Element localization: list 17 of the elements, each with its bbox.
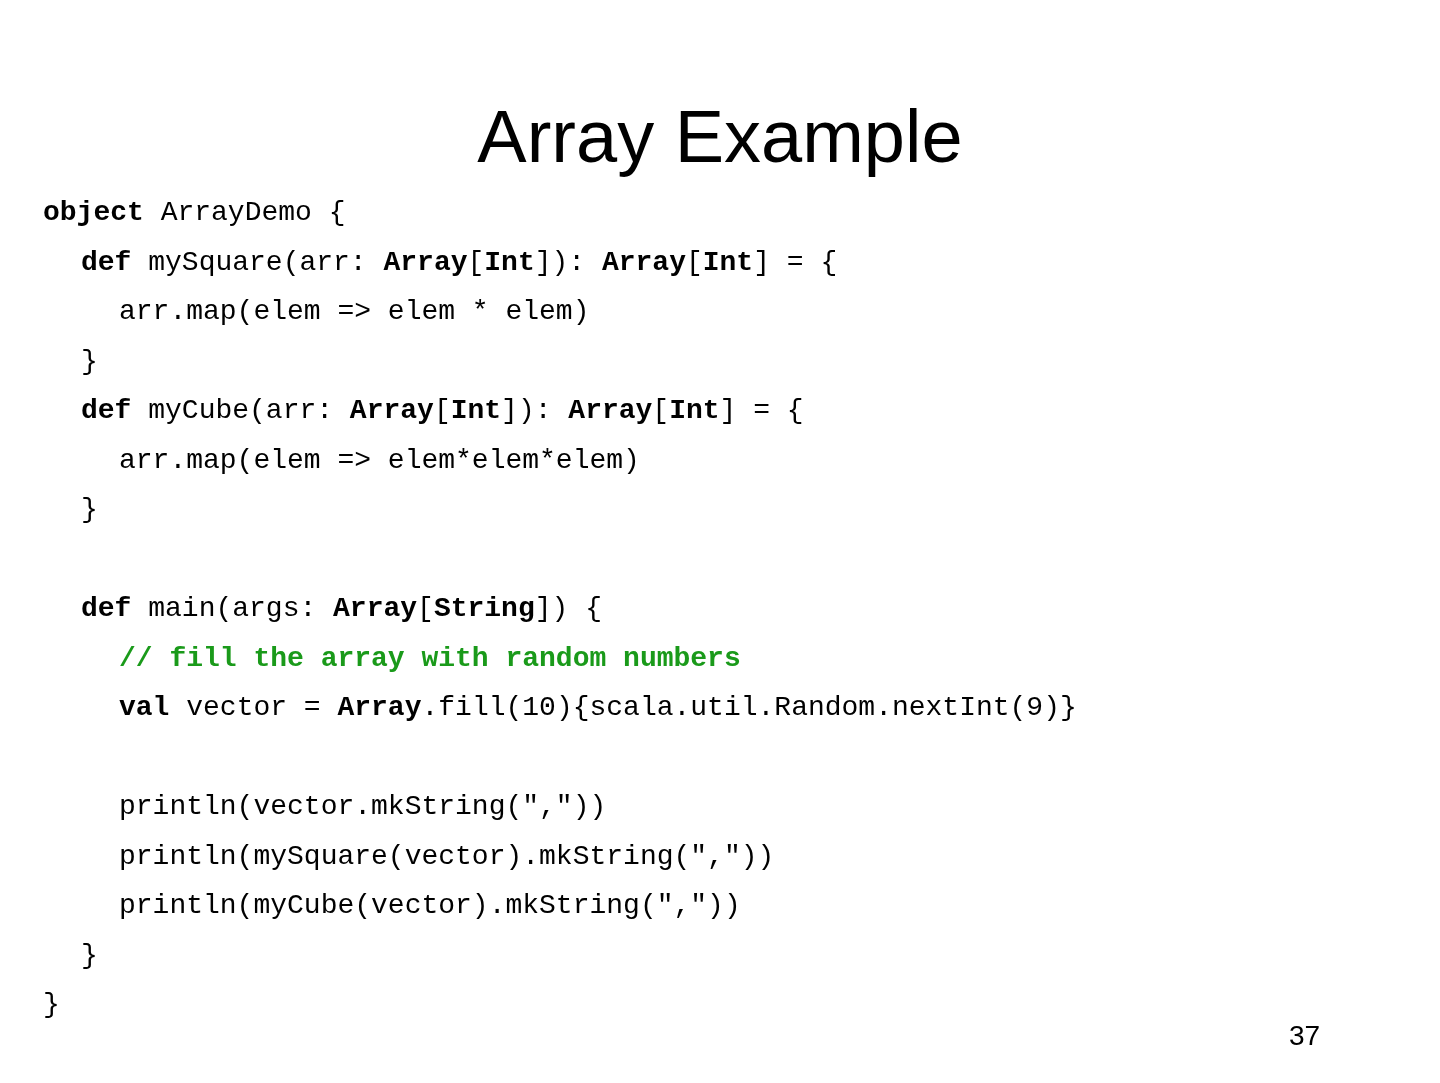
code-line: def main(args: Array[String]) { [81,592,602,626]
code-line: } [81,344,98,379]
slide-title: Array Example [476,94,964,180]
code-line: } [81,493,98,527]
code-line: println(myCube(vector).mkString(",")) [119,889,741,923]
code-line: println(vector.mkString(",")) [119,790,607,824]
code-line: def myCube(arr: Array[Int]): Array[Int] = { [81,394,804,428]
code-line: arr.map(elem => elem * elem) [119,295,590,329]
code-line: def mySquare(arr: Array[Int]): Array[Int] = { [81,245,838,280]
code-line: } [81,938,98,973]
code-line: object ArrayDemo { [43,196,346,230]
code-line: println(mySquare(vector).mkString(",")) [119,839,775,874]
code-comment: // fill the array with random numbers [119,641,741,676]
code-line: val vector = Array.fill(10){scala.util.Random.nextInt(9)} [119,691,1077,725]
code-line: arr.map(elem => elem*elem*elem) [119,443,640,478]
page-number: 37 [1289,1020,1321,1052]
code-line: } [43,988,60,1022]
